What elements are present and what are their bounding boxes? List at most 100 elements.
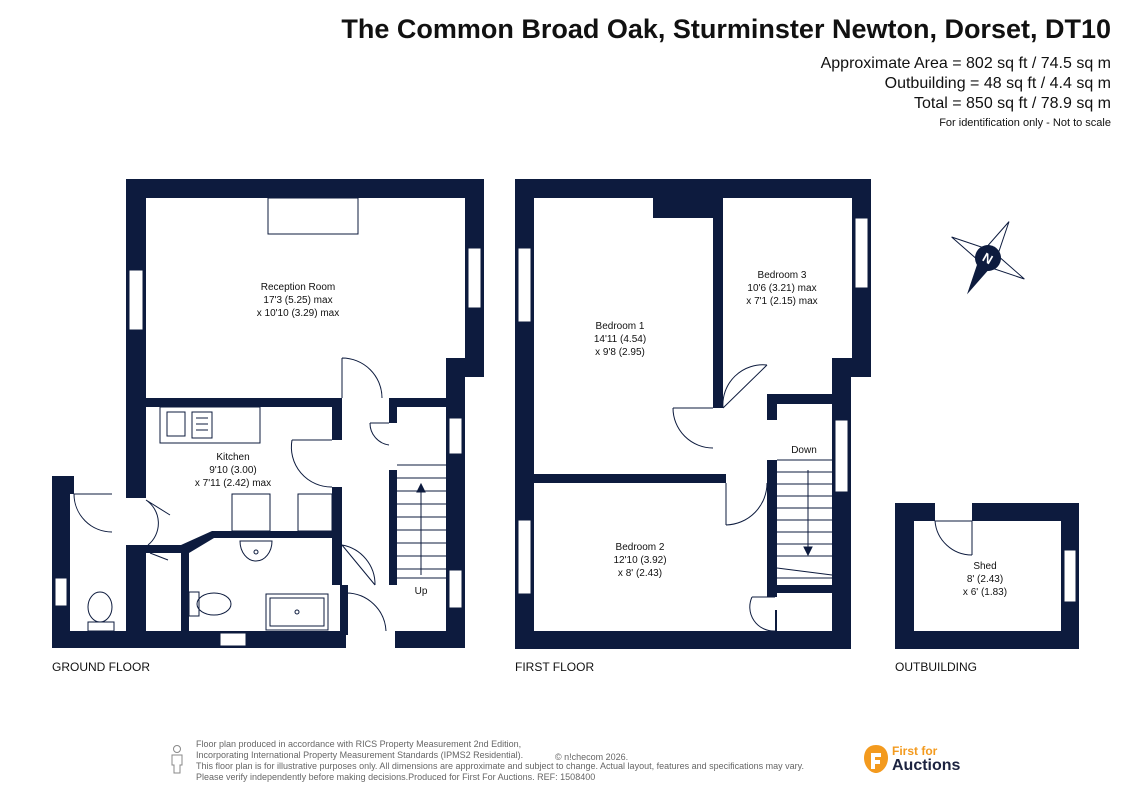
toilet-bowl — [196, 592, 232, 616]
first-floor-plan — [515, 179, 871, 649]
window — [834, 419, 849, 493]
room-label-shed: Shed 8' (2.43) x 6' (1.83) — [963, 561, 1007, 598]
shower-drain — [294, 609, 300, 615]
scale-note: For identification only - Not to scale — [939, 117, 1111, 129]
logo-mark-icon — [864, 745, 888, 773]
wall — [126, 179, 146, 495]
door-swing — [749, 596, 776, 632]
area-summary: Approximate Area = 802 sq ft / 74.5 sq m… — [821, 54, 1111, 114]
room-dimension: 10'6 (3.21) max — [747, 283, 816, 294]
door-swing — [725, 482, 768, 526]
door-swing — [345, 592, 387, 632]
room-name: Bedroom 3 — [758, 270, 807, 281]
room-dimension: 17'3 (5.25) max — [263, 295, 332, 306]
first-floor-fixtures — [672, 364, 833, 632]
basin-drain — [253, 549, 259, 555]
room-name: Bedroom 2 — [616, 542, 665, 553]
person-scale-icon — [171, 745, 183, 774]
outbuilding-plan — [895, 503, 1079, 649]
wall — [775, 610, 777, 631]
door-swing — [934, 520, 973, 556]
logo-line-2: Auctions — [892, 757, 961, 774]
floor-caption-outbuilding: OUTBUILDING — [895, 660, 977, 674]
wall — [767, 585, 777, 597]
door-swing — [73, 493, 113, 533]
floor-caption-first: FIRST FLOOR — [515, 660, 594, 674]
wall — [895, 631, 1079, 649]
room-label-bedroom3: Bedroom 3 10'6 (3.21) max x 7'1 (2.15) m… — [746, 270, 817, 307]
door-swing — [672, 407, 714, 449]
door-swing — [149, 552, 169, 561]
window — [267, 197, 359, 235]
room-name: Shed — [973, 561, 996, 572]
staircase-up — [397, 464, 446, 579]
wall — [181, 531, 342, 553]
wall — [389, 398, 397, 423]
window — [1063, 549, 1077, 603]
room-dimension: 9'10 (3.00) — [209, 465, 257, 476]
room-dimension: 12'10 (3.92) — [613, 555, 666, 566]
area-total: Total = 850 sq ft / 78.9 sq m — [914, 95, 1111, 112]
stairs-down-label: Down — [791, 445, 817, 456]
wall — [395, 631, 465, 648]
basin — [239, 540, 273, 562]
door-swing — [341, 357, 383, 399]
kitchen-unit — [231, 493, 271, 532]
room-dimension: 8' (2.43) — [967, 574, 1003, 585]
room-name: Reception Room — [261, 282, 335, 293]
window — [517, 247, 532, 323]
stairs-up-label: Up — [415, 586, 428, 597]
room-label-kitchen: Kitchen 9'10 (3.00) x 7'11 (2.42) max — [195, 452, 271, 489]
door-swing — [722, 364, 768, 409]
window — [54, 577, 68, 607]
kitchen-sink — [191, 411, 213, 439]
wall — [972, 503, 1079, 521]
footer-disclaimer: Floor plan produced in accordance with R… — [196, 739, 804, 783]
footer-line: Incorporating International Property Mea… — [196, 750, 524, 760]
wall — [767, 394, 832, 404]
kitchen-unit — [297, 493, 333, 532]
wall — [515, 179, 871, 198]
shower-tray-inner — [269, 597, 325, 627]
wall — [52, 631, 146, 648]
toilet-bowl — [87, 591, 113, 623]
toilet-cistern — [87, 621, 115, 632]
kitchen-sink — [166, 411, 186, 437]
staircase-down — [776, 459, 833, 579]
toilet-cistern — [188, 591, 200, 617]
window — [854, 217, 869, 289]
wall — [713, 198, 723, 408]
room-label-bedroom1: Bedroom 1 14'11 (4.54) x 9'8 (2.95) — [594, 321, 646, 358]
copyright: © n!checom 2026. — [555, 752, 629, 762]
window — [517, 519, 532, 595]
wall — [340, 585, 348, 635]
kitchen-counter — [159, 406, 261, 444]
wall — [52, 476, 74, 494]
window — [467, 247, 482, 309]
compass-rose — [951, 221, 1025, 295]
page-title: The Common Broad Oak, Sturminster Newton… — [341, 14, 1111, 44]
room-label-bedroom2: Bedroom 2 12'10 (3.92) x 8' (2.43) — [613, 542, 666, 579]
area-outbuilding: Outbuilding = 48 sq ft / 4.4 sq m — [884, 75, 1111, 92]
wall — [146, 398, 341, 407]
footer-line: Floor plan produced in accordance with R… — [196, 739, 522, 749]
room-name: Bedroom 1 — [596, 321, 645, 332]
floor-caption-ground: GROUND FLOOR — [52, 660, 150, 674]
wall — [126, 179, 484, 198]
room-name: Kitchen — [216, 452, 249, 463]
wall — [767, 460, 777, 585]
first-for-auctions-logo: First for Auctions — [862, 743, 972, 777]
door-swing — [145, 499, 171, 546]
door-swing — [341, 544, 376, 586]
window — [219, 632, 247, 647]
ground-floor-plan — [52, 179, 484, 648]
wall — [181, 545, 189, 635]
room-dimension: x 9'8 (2.95) — [595, 347, 645, 358]
wall — [832, 358, 851, 649]
room-dimension: x 7'11 (2.42) max — [195, 478, 271, 489]
footer-line: This floor plan is for illustrative purp… — [196, 761, 804, 771]
ground-floor-fixtures — [73, 357, 446, 632]
wall — [332, 398, 342, 440]
wall — [515, 631, 851, 649]
